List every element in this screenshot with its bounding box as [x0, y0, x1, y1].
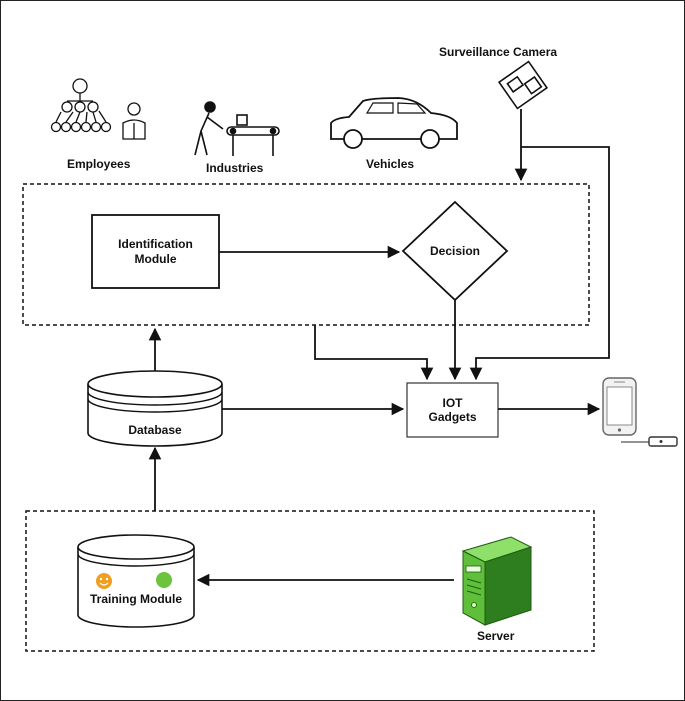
surveillance-camera-icon — [497, 60, 549, 110]
processing-dashed-box — [22, 183, 590, 326]
decision-label: Decision — [429, 244, 480, 258]
smartphone-icon — [602, 377, 637, 436]
industries-label: Industries — [206, 161, 264, 175]
smiley-icon — [96, 573, 112, 589]
iot-gadgets-box — [406, 382, 499, 438]
database-cylinder — [87, 370, 223, 447]
training-module-label: Training Module — [90, 592, 182, 606]
iot-gadgets-label-line2: Gadgets — [428, 410, 477, 424]
usb-dongle-icon — [621, 436, 678, 447]
arrow-camera-to-iot — [469, 146, 610, 381]
training-dashed-box — [25, 510, 595, 652]
vehicles-label: Vehicles — [366, 157, 415, 171]
training-module-cylinder — [77, 534, 195, 628]
arrow-processing-to-iot — [314, 325, 434, 381]
identification-module-label-line2: Module — [134, 252, 177, 266]
iot-gadgets-label-line1: IOT — [442, 396, 463, 410]
employees-icon — [50, 78, 146, 140]
surveillance-camera-label: Surveillance Camera — [439, 45, 558, 59]
server-label: Server — [477, 629, 515, 643]
car-icon — [330, 97, 458, 149]
green-status-dot — [156, 572, 172, 588]
identification-module-label-line1: Identification — [118, 237, 193, 251]
employees-label: Employees — [67, 157, 131, 171]
industries-icon — [194, 101, 280, 156]
connectors — [148, 109, 610, 587]
database-label: Database — [128, 423, 182, 437]
server-icon — [461, 536, 533, 626]
